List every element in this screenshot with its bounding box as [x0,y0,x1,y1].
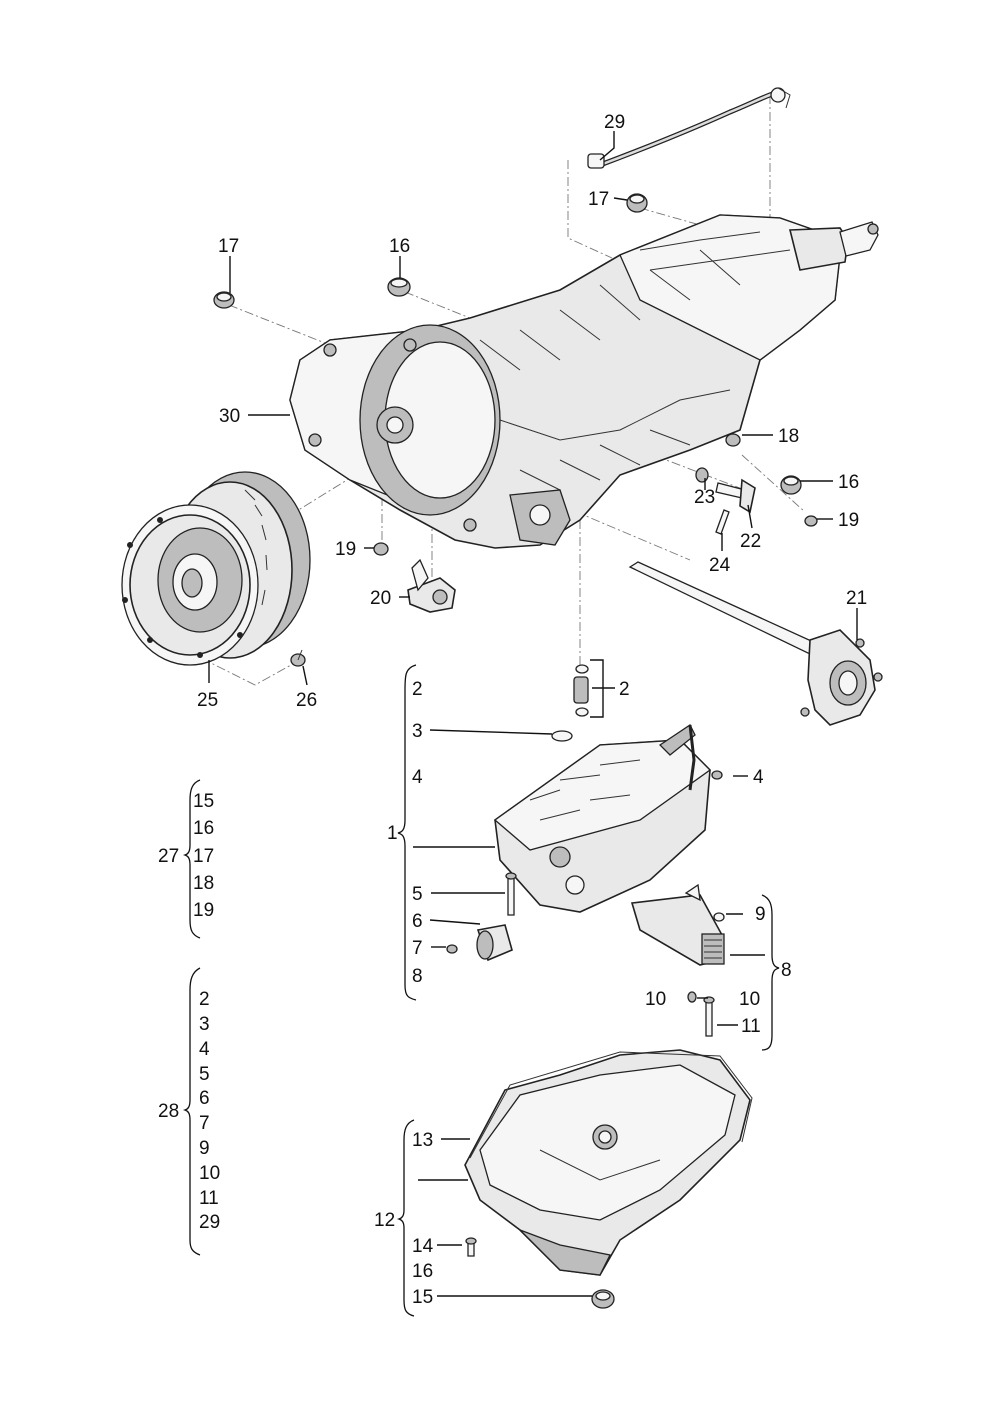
callout-17-top: 17 [588,189,609,210]
pin-24 [715,509,730,535]
callout-19-right: 19 [838,510,859,531]
callout-18: 18 [778,426,799,447]
callout-16-right: 16 [838,472,859,493]
leader-lines [208,131,858,1297]
group-28-item: 5 [199,1064,210,1085]
callout-30: 30 [219,406,240,427]
braces [182,664,780,1317]
bolt-11 [703,996,715,1037]
bolt-4 [711,770,723,780]
callout-14: 14 [412,1236,434,1257]
callout-23: 23 [694,487,715,508]
sleeve-6 [476,924,513,962]
bolt-5 [505,872,517,916]
callout-10-list: 10 [739,989,760,1010]
seal-rings-2 [573,664,589,717]
group-28-item: 4 [199,1039,210,1060]
callout-22: 22 [740,531,761,552]
group-28-item: 6 [199,1088,210,1109]
callout-19-left: 19 [335,539,356,560]
plug-17-left [213,291,235,309]
callout-12: 12 [374,1210,395,1231]
plug-17-top [626,193,648,213]
torque-converter-icon [121,471,311,666]
group-27-list: 27 15 16 17 18 19 [158,791,214,921]
callout-8-group: 8 [781,960,792,981]
plug-16-top [387,277,411,297]
group-27-item: 18 [193,873,214,894]
group-28-item: 7 [199,1113,210,1134]
oil-pan-icon [464,1049,753,1276]
callout-1: 1 [387,823,398,844]
valve-body-icon [493,724,712,913]
group-27-item: 19 [193,900,214,921]
drive-shaft-icon [628,561,883,726]
group-28-item: 10 [199,1163,220,1184]
lever-22 [715,478,756,514]
drain-plug-15 [591,1289,615,1309]
transmission-housing-icon [289,214,879,549]
callout-2-rings: 2 [619,679,630,700]
callout-17-left: 17 [218,236,239,257]
group-27-item: 17 [193,846,214,867]
seal-19-right [804,515,818,527]
callout-20: 20 [370,588,391,609]
callout-7: 7 [412,938,423,959]
seal-19-left [373,542,389,556]
callout-3: 3 [412,721,423,742]
callout-9: 9 [755,904,766,925]
o-ring-9 [713,912,725,922]
callout-26: 26 [296,690,317,711]
group-28-item: 29 [199,1212,220,1233]
callout-labels: 29 17 17 16 30 18 16 23 19 22 19 24 20 2… [197,112,867,1308]
seal-23 [695,467,709,483]
callout-6: 6 [412,911,423,932]
plug-16-right [780,475,802,495]
group-27-label: 27 [158,846,179,867]
callout-13: 13 [412,1130,433,1151]
callout-4-bolt: 4 [753,767,764,788]
group-28-item: 11 [199,1188,219,1209]
callout-24: 24 [709,555,731,576]
callout-25: 25 [197,690,218,711]
sensor-20 [407,558,456,613]
callout-4-list: 4 [412,767,423,788]
group-28-list: 28 2 3 4 5 6 7 9 10 11 29 [158,989,220,1233]
plug-18 [725,433,741,447]
group-28-item: 2 [199,989,210,1010]
callout-8-list: 8 [412,966,423,987]
bolt-26 [290,649,306,667]
callout-29: 29 [604,112,625,133]
group-27-item: 16 [193,818,214,839]
callout-11: 11 [741,1016,761,1037]
callout-5: 5 [412,884,423,905]
bolt-10 [687,991,697,1003]
o-ring-3 [551,730,573,742]
callout-15: 15 [412,1287,433,1308]
bolt-7 [446,944,458,954]
callout-2-list: 2 [412,679,423,700]
group-27-item: 15 [193,791,214,812]
wiring-harness-icon [587,87,791,169]
bolt-14 [465,1237,477,1257]
callout-10-bolt: 10 [645,989,666,1010]
group-28-item: 3 [199,1014,210,1035]
heat-exchanger-8 [630,883,725,966]
group-28-item: 9 [199,1138,210,1159]
group-28-label: 28 [158,1101,179,1122]
callout-16-top: 16 [389,236,410,257]
callout-21: 21 [846,588,867,609]
callout-16-pan: 16 [412,1261,433,1282]
